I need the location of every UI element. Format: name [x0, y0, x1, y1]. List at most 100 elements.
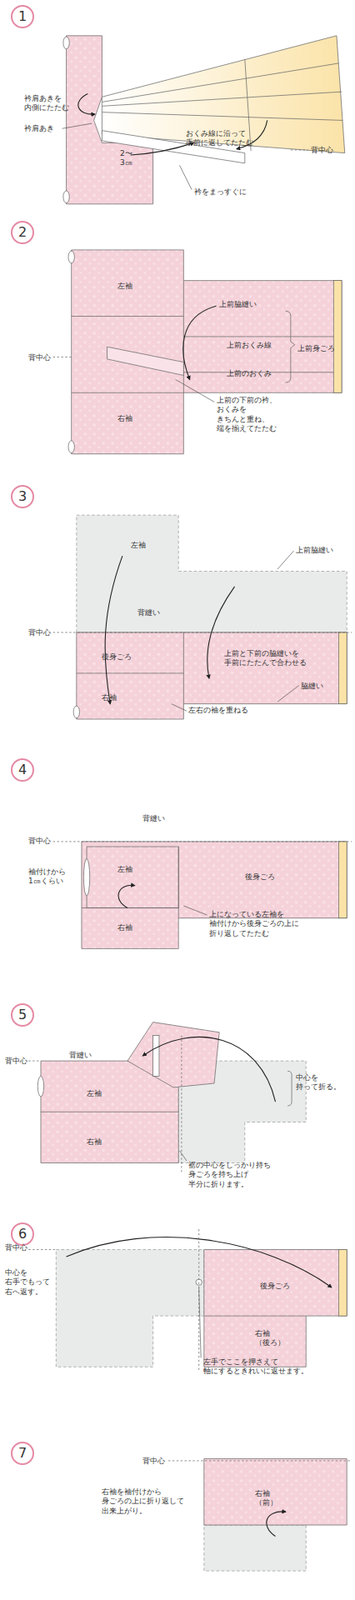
illustration-path — [130, 142, 195, 155]
illustration-rect — [338, 841, 347, 919]
illustration-ellipse — [68, 440, 75, 454]
callout-label: 背縫い — [137, 608, 160, 618]
illustration-path — [71, 280, 337, 394]
callout-label: 右袖（後ろ） — [255, 1329, 285, 1349]
step-number: 3 — [18, 490, 27, 504]
illustration-path — [118, 885, 135, 908]
step-circle: 2 — [10, 220, 35, 245]
illustration-polygon — [204, 1250, 347, 1368]
step-number: 7 — [18, 1446, 27, 1460]
callout-label: 上前脇縫い — [219, 300, 257, 310]
illustration-path — [53, 356, 72, 358]
illustration-path — [179, 1150, 187, 1161]
callout-label: 後身ごろ — [245, 872, 275, 882]
illustration-polygon — [76, 632, 347, 720]
callout-label: 後身ごろ — [260, 1281, 290, 1291]
illustration-g — [28, 35, 352, 1571]
illustration-rect — [338, 632, 347, 705]
callout-label: 左袖 — [117, 281, 133, 291]
step-circle: 4 — [10, 758, 35, 782]
illustration-polygon — [107, 346, 185, 375]
step-number: 4 — [18, 763, 27, 777]
illustration-polygon — [81, 841, 347, 950]
illustration-path — [287, 1070, 292, 1106]
step-circle: 3 — [10, 485, 35, 509]
illustration-path — [199, 1287, 201, 1358]
illustration-rect — [333, 280, 342, 394]
illustration-ellipse — [63, 190, 70, 204]
callout-label: 上前身ごろ — [297, 344, 335, 354]
illustration-path — [142, 1036, 275, 1102]
callout-label: 左袖 — [86, 1089, 102, 1099]
callout-label: 裾の中心をしっかり持ち 身ごろを持ち上げ 半分に折ります。 — [188, 1160, 271, 1190]
illustration-ellipse — [37, 1075, 44, 1096]
callout-label: 2〜3㎝ — [120, 149, 133, 169]
callout-label: 右袖 — [101, 693, 117, 703]
callout-label: 左袖 — [130, 540, 146, 550]
callout-label: 背縫い — [142, 814, 165, 824]
callout-label: 袖付けから 1㎝くらい — [28, 867, 66, 887]
callout-label: 衿をまっすぐに — [194, 187, 247, 197]
illustration-polygon — [55, 1250, 204, 1368]
illustration-path — [183, 305, 217, 380]
step-circle: 1 — [10, 5, 35, 29]
illustration-path — [204, 1315, 306, 1317]
illustration-rect — [153, 1035, 160, 1076]
callout-label: 左袖 — [117, 865, 133, 875]
illustration-path — [76, 632, 185, 705]
step-circle: 5 — [10, 1003, 35, 1027]
callout-label: 衿肩あきを 内側にたたむ — [24, 94, 70, 114]
step-number: 1 — [18, 10, 27, 24]
step-number: 6 — [18, 1227, 27, 1241]
callout-label: 背中心 — [5, 1243, 28, 1253]
illustration-path — [81, 846, 179, 919]
illustration-path — [28, 1035, 182, 1173]
step-number: 2 — [18, 225, 27, 240]
callout-label: 上前おくみ線 — [226, 340, 272, 350]
illustration-polygon — [76, 515, 347, 633]
illustration-path — [40, 1111, 179, 1113]
callout-label: 右袖を袖付けから 身ごろの上に折り返して 出来上がり。 — [101, 1487, 185, 1516]
callout-label: 上前と下前の脇縫いを 手前にたたんで合わせる — [224, 649, 307, 669]
callout-label: 背中心 — [28, 836, 51, 846]
callout-label: 衿肩あき — [24, 124, 55, 134]
callout-label: 左手でここを押さえて 軸にするときれいに返せます。 — [203, 1357, 309, 1377]
illustration-path — [266, 1511, 286, 1537]
callout-label: 中心を 右手でもって 右へ返す。 — [5, 1268, 50, 1297]
illustration-path — [53, 631, 353, 633]
callout-label: 背中心 — [28, 628, 51, 638]
illustration-polygon — [71, 250, 342, 455]
callout-label: 背中心 — [28, 353, 51, 363]
callout-label: 上前のおくみ — [226, 369, 272, 379]
illustration-polygon — [204, 1525, 306, 1571]
illustration-ellipse — [83, 859, 90, 896]
callout-label: 上前脇縫い — [295, 545, 334, 555]
step-circle: 6 — [10, 1222, 35, 1246]
illustration-path — [168, 1460, 352, 1461]
callout-label: 右袖 — [117, 923, 133, 933]
callout-label: 右袖 — [117, 414, 133, 424]
illustration-polygon — [101, 35, 345, 154]
illustration-polygon — [127, 1022, 220, 1088]
illustration-path — [285, 310, 295, 383]
illustration-path — [290, 149, 309, 150]
illustration-ellipse — [63, 36, 70, 50]
callout-label: 左右の袖を重ねる — [188, 705, 249, 715]
illustration-rect — [86, 846, 179, 908]
illustration-path — [78, 94, 95, 115]
callout-label: 上になっている左袖を 袖付けから後身ごろの上に 折り返してたたむ — [209, 910, 300, 939]
callout-label: おくみ線に沿って 手前に返してたたむ — [185, 129, 254, 149]
callout-label: 右袖（前） — [255, 1489, 278, 1509]
step-circle: 7 — [10, 1441, 35, 1465]
callout-label: 背中心 — [5, 1056, 28, 1066]
illustration-rect — [338, 1250, 347, 1317]
callout-label: 背中心 — [310, 145, 334, 155]
illustration-path — [53, 840, 353, 842]
illustration-path — [183, 905, 207, 915]
illustration-path — [62, 123, 192, 190]
illustration-path — [175, 379, 215, 402]
callout-label: 脇縫い — [300, 681, 324, 691]
callout-label: 中心を 持って折る。 — [295, 1073, 341, 1093]
